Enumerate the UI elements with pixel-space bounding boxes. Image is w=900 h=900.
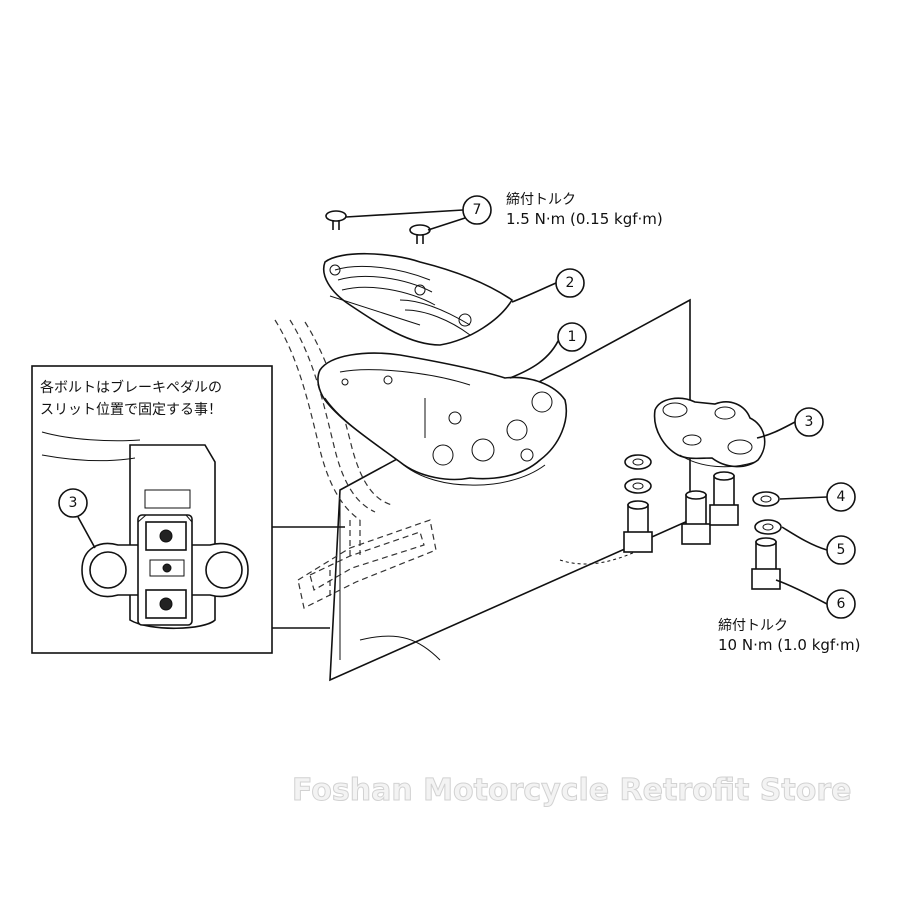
spring-washer: [754, 519, 782, 535]
svg-text:1.5 N·m (0.15 kgf·m): 1.5 N·m (0.15 kgf·m): [506, 210, 663, 228]
pivot-bracket: [653, 397, 766, 468]
base-plate: [317, 352, 567, 486]
callout-5: 5: [826, 535, 856, 565]
inset-connectors: [272, 526, 345, 629]
svg-text:4: 4: [837, 489, 846, 505]
bolt-d: [751, 537, 781, 590]
flat-washer: [752, 491, 780, 507]
svg-text:10 N·m (1.0 kgf·m): 10 N·m (1.0 kgf·m): [718, 636, 860, 654]
screw-small-b: [409, 224, 431, 244]
brake-pedal-outline: [274, 319, 437, 609]
bolt-b: [681, 490, 711, 545]
svg-text:7: 7: [473, 202, 482, 218]
leader-lines: [345, 209, 828, 605]
callout-2: 2: [555, 268, 585, 298]
inset-detail: 各ボルトはブレーキペダルの スリット位置で固定する事！: [31, 365, 273, 654]
callout-6: 6: [826, 589, 856, 619]
finned-cover: [323, 252, 514, 346]
screw-small-a: [325, 210, 347, 230]
svg-text:5: 5: [837, 542, 846, 558]
bolt-c: [709, 471, 739, 526]
callout-1: 1: [557, 322, 587, 352]
svg-text:締付トルク: 締付トルク: [718, 617, 788, 634]
svg-text:3: 3: [805, 414, 814, 430]
torque-label-bottom: 締付トルク 10 N·m (1.0 kgf·m): [718, 617, 860, 654]
callout-4: 4: [826, 482, 856, 512]
svg-text:3: 3: [69, 495, 78, 511]
inset-note-line1: 各ボルトはブレーキペダルの: [40, 379, 222, 396]
svg-text:1: 1: [568, 329, 577, 345]
torque-label-top: 締付トルク 1.5 N·m (0.15 kgf·m): [506, 191, 663, 228]
bolt-a: [623, 500, 653, 553]
svg-text:締付トルク: 締付トルク: [506, 191, 576, 208]
left-washers: [624, 454, 652, 494]
watermark-text: Foshan Motorcycle Retrofit Store: [292, 773, 851, 808]
inset-note-line2: スリット位置で固定する事！: [40, 402, 222, 418]
callout-7: 7: [462, 195, 492, 225]
svg-text:2: 2: [566, 275, 575, 291]
callout-3-inset: 3: [58, 488, 96, 549]
callout-3: 3: [794, 407, 824, 437]
svg-text:6: 6: [837, 596, 846, 612]
